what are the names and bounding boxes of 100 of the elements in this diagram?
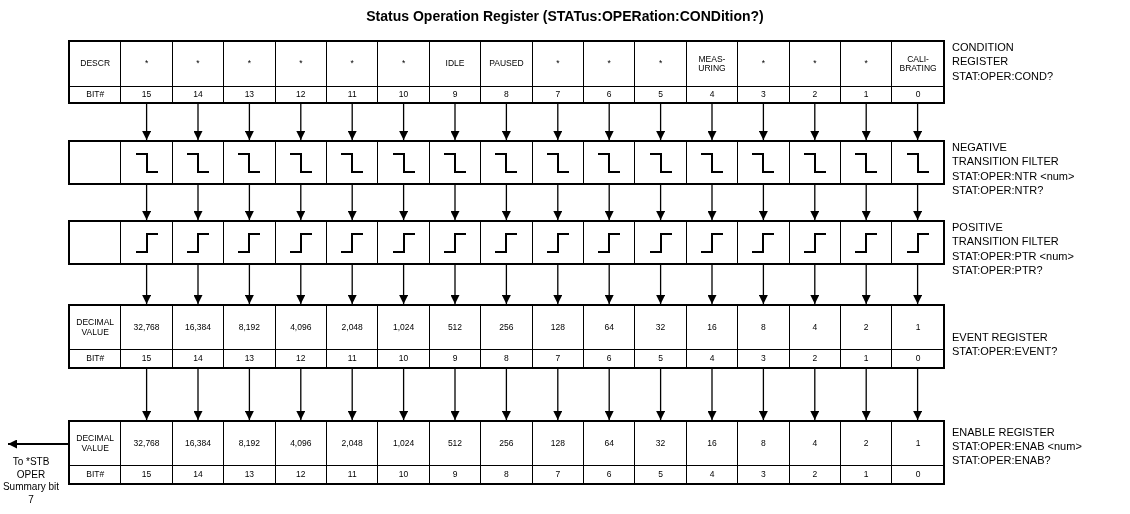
arrow <box>450 264 460 305</box>
table-cell: 10 <box>378 350 430 368</box>
table-cell: 11 <box>327 466 379 484</box>
table-cell: 4,096 <box>275 306 327 350</box>
arrow <box>913 264 923 305</box>
register-table <box>68 304 945 369</box>
table-cell: 16 <box>686 422 739 466</box>
table-cell: 15 <box>121 350 173 368</box>
arrow <box>142 184 152 221</box>
arrow <box>553 264 563 305</box>
arrow <box>707 264 717 305</box>
arrow <box>296 103 306 141</box>
register-label: ENABLE REGISTER <box>952 425 1056 440</box>
table-cell: 1 <box>841 87 893 103</box>
row-header-cell: BIT# <box>70 350 122 368</box>
table-cell: 15 <box>121 466 173 484</box>
table-cell: 256 <box>481 306 533 350</box>
table-cell: 512 <box>429 306 482 350</box>
table-cell: 13 <box>224 466 276 484</box>
table-cell: 128 <box>532 422 584 466</box>
table-cell: 2 <box>841 422 893 466</box>
table-cell: * <box>841 42 893 87</box>
table-cell: 14 <box>172 350 225 368</box>
arrow <box>347 264 357 305</box>
arrow <box>604 264 614 305</box>
table-cell: 12 <box>275 466 327 484</box>
table-cell: 4 <box>789 306 841 350</box>
command-text: STAT:OPER:NTR <num> <box>952 169 1076 184</box>
row-header-cell: DESCR <box>70 42 122 87</box>
table-cell: 32,768 <box>121 306 173 350</box>
command-text: STAT:OPER:ENAB? <box>952 453 1052 468</box>
arrow <box>193 103 203 141</box>
arrow <box>7 439 69 449</box>
arrow <box>296 264 306 305</box>
arrow <box>501 368 511 421</box>
table-cell: 15 <box>121 87 173 103</box>
table-cell: * <box>738 42 790 87</box>
command-text: STAT:OPER:PTR? <box>952 263 1044 278</box>
arrow <box>810 184 820 221</box>
arrow <box>758 368 768 421</box>
table-cell: 5 <box>635 87 687 103</box>
table-cell: 8 <box>481 87 533 103</box>
table-cell: 6 <box>584 466 636 484</box>
register-label: NEGATIVE TRANSITION FILTER <box>952 140 1060 169</box>
arrow <box>604 184 614 221</box>
register-label: EVENT REGISTER <box>952 330 1049 345</box>
arrow <box>707 184 717 221</box>
arrow <box>347 368 357 421</box>
table-cell-text: 0 <box>914 468 922 482</box>
table-cell: 4 <box>686 466 739 484</box>
table-cell: 3 <box>738 87 790 103</box>
destination-label: To *STB OPER Summary bit 7 <box>2 456 60 506</box>
table-cell: 14 <box>172 466 225 484</box>
table-cell: 1 <box>892 422 944 466</box>
table-cell: 2 <box>789 466 841 484</box>
arrow <box>501 264 511 305</box>
table-cell: 9 <box>429 350 482 368</box>
arrow <box>501 184 511 221</box>
table-cell: * <box>275 42 327 87</box>
table-cell: 8 <box>738 422 790 466</box>
arrow <box>656 103 666 141</box>
arrow <box>913 103 923 141</box>
table-cell: 4 <box>686 87 739 103</box>
table-cell: * <box>172 42 225 87</box>
arrow <box>450 103 460 141</box>
arrow <box>913 368 923 421</box>
command-text: STAT:OPER:ENAB <num> <box>952 439 1083 454</box>
table-cell: 5 <box>635 466 687 484</box>
arrow <box>553 184 563 221</box>
arrow <box>656 368 666 421</box>
register-table <box>68 40 945 104</box>
table-cell: 10 <box>378 87 430 103</box>
arrow <box>244 368 254 421</box>
table-cell: 64 <box>584 422 636 466</box>
command-text: STAT:OPER:COND? <box>952 69 1055 84</box>
table-cell: 2 <box>789 350 841 368</box>
arrow <box>347 184 357 221</box>
table-cell: 4 <box>789 422 841 466</box>
table-cell: 32 <box>635 306 687 350</box>
table-cell: * <box>378 42 430 87</box>
table-cell: 4 <box>686 350 739 368</box>
arrow <box>810 264 820 305</box>
arrow <box>758 184 768 221</box>
table-cell: 1 <box>841 350 893 368</box>
diagram-title: Status Operation Register (STATus:OPERation:CONDition?) <box>365 8 765 24</box>
table-cell: 12 <box>275 350 327 368</box>
arrow <box>399 103 409 141</box>
arrow <box>142 103 152 141</box>
command-text: STAT:OPER:PTR <num> <box>952 249 1075 264</box>
row-header-cell: BIT# <box>70 466 122 484</box>
transition-filter <box>68 140 945 185</box>
table-cell: * <box>584 42 636 87</box>
table-cell: 11 <box>327 87 379 103</box>
table-cell: 9 <box>429 466 482 484</box>
transition-filter <box>68 220 945 265</box>
row-header-cell: DECIMAL VALUE <box>70 306 122 350</box>
register-label: POSITIVE TRANSITION FILTER <box>952 220 1060 249</box>
table-cell: 64 <box>584 306 636 350</box>
arrow <box>399 184 409 221</box>
table-cell: 8 <box>738 306 790 350</box>
